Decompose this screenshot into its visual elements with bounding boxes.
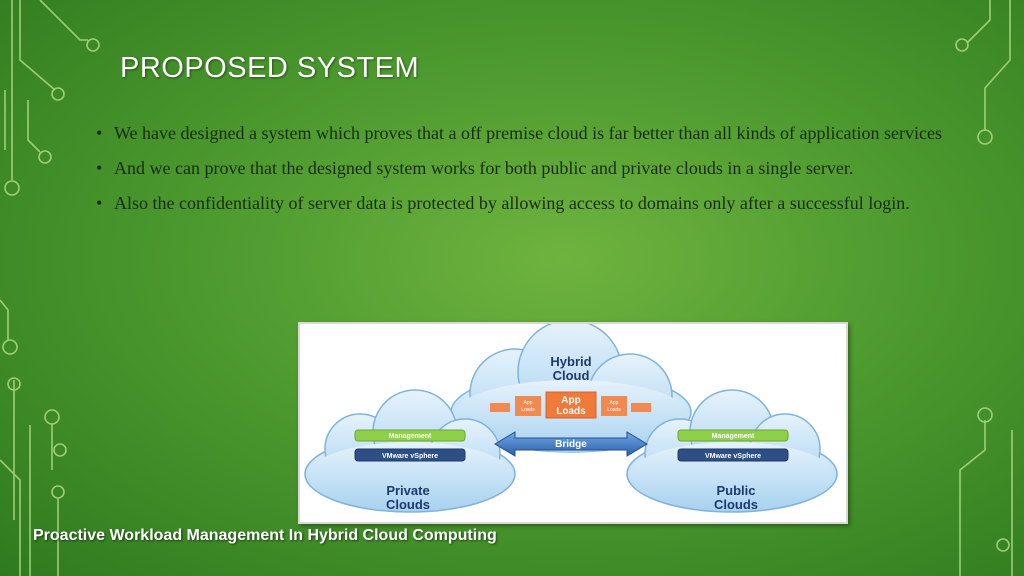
bullet-text: And we can prove that the designed syste…	[114, 158, 854, 178]
bullet-dot-icon: •	[96, 123, 103, 143]
slide-footer: Proactive Workload Management In Hybrid …	[33, 527, 497, 544]
bridge-label: Bridge	[555, 439, 587, 450]
public-clouds-label-line1: Public	[716, 483, 755, 498]
bullet-dot-icon: •	[96, 158, 103, 178]
bullet-text: Also the confidentiality of server data …	[114, 193, 910, 213]
app-load-block	[490, 403, 510, 412]
bullet-text: We have designed a system which proves t…	[114, 123, 942, 143]
app-loads-small-label-line2: Loads	[521, 407, 535, 413]
hybrid-cloud-label-line1: Hybrid	[550, 354, 591, 369]
private-clouds-label-line2: Clouds	[386, 497, 430, 512]
public-management-label: Management	[712, 433, 755, 440]
slide-title: PROPOSED SYSTEM	[120, 52, 420, 84]
app-loads-small-label-line2: Loads	[607, 407, 621, 413]
bullet-item: • And we can prove that the designed syst…	[96, 155, 946, 181]
public-management-bar	[677, 429, 789, 442]
app-loads-small-label-line1: App	[610, 400, 619, 406]
app-loads-main-label-line1: App	[561, 395, 580, 406]
bullet-dot-icon: •	[96, 193, 103, 213]
private-management-bar	[354, 429, 466, 442]
app-load-block	[631, 403, 651, 412]
public-vsphere-label: VMware vSphere	[705, 453, 761, 460]
private-management-label: Management	[389, 433, 432, 440]
app-loads-small-label-line1: App	[524, 400, 533, 406]
app-loads-main-label-line2: Loads	[556, 406, 586, 417]
private-vsphere-label: VMware vSphere	[382, 453, 438, 460]
public-vsphere-bar	[677, 448, 789, 462]
bullet-list: • We have designed a system which proves …	[96, 120, 946, 225]
private-clouds-label-line1: Private	[386, 483, 429, 498]
bullet-item: • Also the confidentiality of server data…	[96, 190, 946, 216]
bridge-arrow-icon	[494, 431, 648, 457]
hybrid-cloud-diagram: Hybrid Cloud App Loads App Loads App Loa…	[298, 322, 848, 524]
app-loads-small-box	[601, 396, 627, 416]
private-vsphere-bar	[354, 448, 466, 462]
app-loads-small-box	[515, 396, 541, 416]
bullet-item: • We have designed a system which proves …	[96, 120, 946, 146]
hybrid-cloud-label-line2: Cloud	[553, 368, 590, 383]
public-clouds-label-line2: Clouds	[714, 497, 758, 512]
app-loads-main-box	[545, 391, 597, 419]
